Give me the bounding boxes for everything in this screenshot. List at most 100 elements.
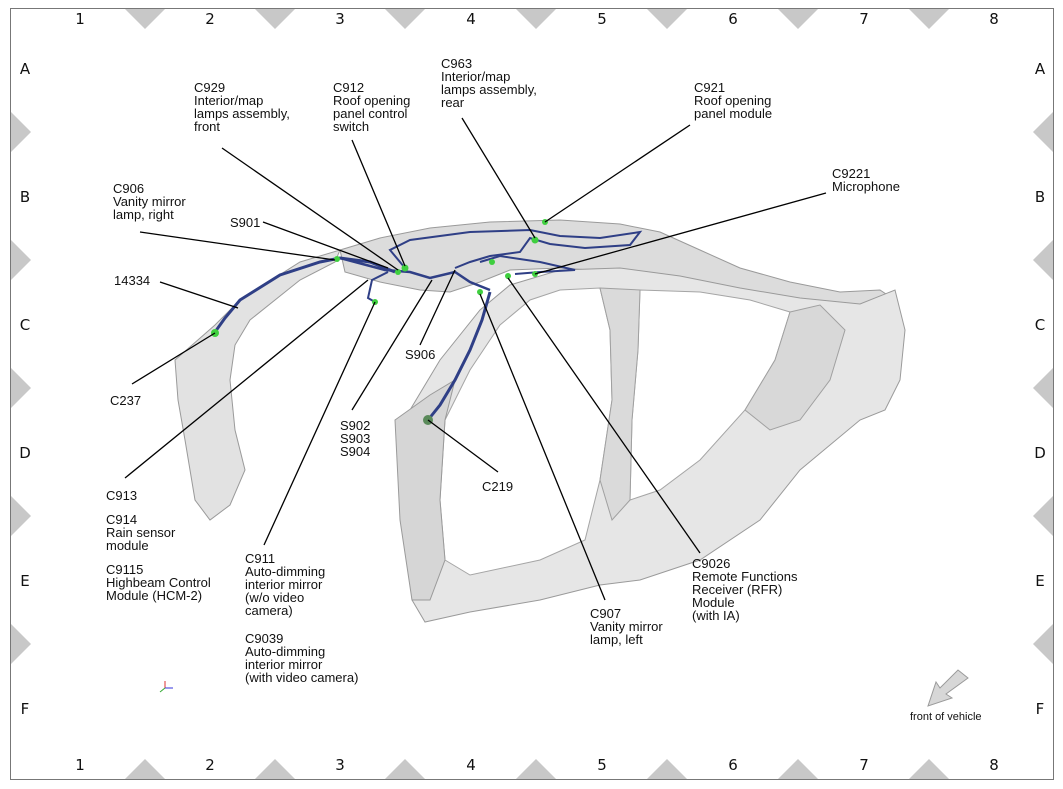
grid-marker-left — [11, 624, 31, 664]
callout-line: Vanity mirror — [590, 619, 663, 634]
leader-c907 — [479, 293, 606, 601]
harness-roof-front — [339, 256, 491, 292]
grid-marker-top — [255, 9, 295, 29]
label-s906: S906 — [405, 347, 435, 362]
grid-column-label: 1 — [75, 10, 85, 28]
connector-c963 — [531, 236, 539, 244]
callout-line: module — [106, 538, 149, 553]
a-pillar-right — [174, 249, 341, 521]
label-c219: C219 — [482, 479, 513, 494]
callout-line: lamps assembly, — [194, 106, 290, 121]
leader-c929 — [221, 147, 399, 271]
callout-line: C921 — [694, 80, 725, 95]
leader-c911 — [263, 301, 376, 546]
callout-line: Roof opening — [333, 93, 410, 108]
grid-column-label: 5 — [597, 756, 607, 774]
callout-line: Vanity mirror — [113, 194, 186, 209]
diagram-frame — [10, 8, 1054, 780]
callout-line: C912 — [333, 80, 364, 95]
grid-column-label: 1 — [75, 756, 85, 774]
grid-column-label: 5 — [597, 10, 607, 28]
grid-column-label: 3 — [335, 10, 345, 28]
callout-line: S906 — [405, 347, 435, 362]
callout-line: C9115 — [106, 562, 143, 577]
leader-14334 — [159, 281, 239, 309]
callout-line: S904 — [340, 444, 370, 459]
grid-marker-right — [1033, 112, 1053, 152]
front-of-vehicle-arrow-icon — [927, 669, 969, 707]
callout-line: C219 — [482, 479, 513, 494]
callout-line: Auto-dimming — [245, 564, 325, 579]
leader-c219 — [427, 419, 499, 473]
grid-border-markers — [11, 9, 1053, 779]
leader-c237 — [131, 332, 216, 385]
leader-lines — [124, 117, 827, 601]
callout-line: Module (HCM-2) — [106, 588, 202, 603]
harness-mirror-drop — [366, 271, 389, 303]
callout-line: C237 — [110, 393, 141, 408]
grid-column-label: 6 — [728, 756, 738, 774]
grid-row-label: F — [21, 700, 30, 718]
grid-row-label: D — [19, 444, 31, 462]
callout-line: S901 — [230, 215, 260, 230]
grid-marker-left — [11, 368, 31, 408]
leader-c913 — [124, 279, 369, 479]
grid-marker-top — [125, 9, 165, 29]
callout-line: C913 — [106, 488, 137, 503]
connector-c912 — [401, 264, 409, 272]
grid-column-label: 6 — [728, 10, 738, 28]
grid-column-label: 7 — [859, 10, 869, 28]
connector-c906 — [334, 256, 340, 262]
callout-line: (with video camera) — [245, 670, 358, 685]
connector-roof-extra — [489, 259, 495, 265]
connectors — [211, 219, 548, 425]
callout-line: Roof opening — [694, 93, 771, 108]
label-s901: S901 — [230, 215, 260, 230]
callout-line: interior mirror — [245, 577, 323, 592]
leader-c9026 — [507, 277, 701, 554]
grid-marker-left — [11, 496, 31, 536]
callout-line: C963 — [441, 56, 472, 71]
grid-marker-bottom — [125, 759, 165, 779]
grid-marker-left — [11, 240, 31, 280]
grid-marker-right — [1033, 240, 1053, 280]
grid-row-label: D — [1034, 444, 1046, 462]
axis-indicator-icon — [159, 681, 173, 693]
callout-line: (with IA) — [692, 608, 740, 623]
callout-line: Module — [692, 595, 735, 610]
callout-line: C907 — [590, 606, 621, 621]
grid-marker-right — [1033, 624, 1053, 664]
grid-marker-top — [909, 9, 949, 29]
label-c237: C237 — [110, 393, 141, 408]
callout-line: C9039 — [245, 631, 283, 646]
callout-line: (w/o video — [245, 590, 304, 605]
callout-line: C906 — [113, 181, 144, 196]
leader-s906 — [419, 269, 456, 346]
grid-column-label: 4 — [466, 756, 476, 774]
grid-marker-bottom — [255, 759, 295, 779]
c-pillar — [744, 304, 846, 431]
grid-column-label: 8 — [989, 10, 999, 28]
callout-line: Receiver (RFR) — [692, 582, 782, 597]
grid-column-label: 7 — [859, 756, 869, 774]
callout-line: C9221 — [832, 166, 870, 181]
callout-line: Interior/map — [194, 93, 263, 108]
leader-c906 — [139, 231, 336, 261]
label-14334: 14334 — [114, 273, 150, 288]
leader-c9221 — [534, 192, 827, 275]
grid-marker-right — [1033, 496, 1053, 536]
leader-c912 — [351, 139, 406, 267]
callout-line: Interior/map — [441, 69, 510, 84]
grid-marker-left — [11, 112, 31, 152]
callout-line: C929 — [194, 80, 225, 95]
grid-row-label: B — [1035, 188, 1045, 206]
callout-line: Auto-dimming — [245, 644, 325, 659]
